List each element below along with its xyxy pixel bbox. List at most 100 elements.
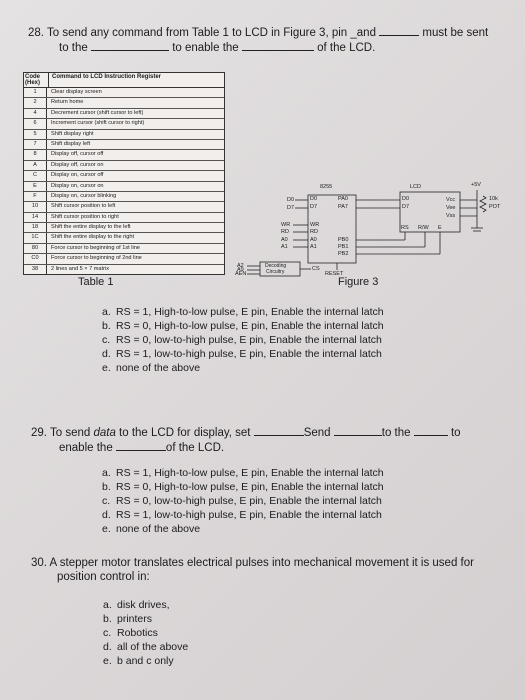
q30-option-e[interactable]: e. b and c only [103,654,188,668]
option-letter: a. [103,599,112,611]
rd-label: RD [281,229,289,235]
option-letter: d. [102,348,111,360]
rs-label: RS [401,225,409,231]
q29-blank-1[interactable] [253,425,304,436]
vee-label: Vee [446,205,456,211]
table-row: 6 Increment cursor (shift cursor to right… [24,119,224,130]
row-code: 4 [24,108,47,119]
q28-option-c[interactable]: c.RS = 0, low-to-high pulse, E pin, Enab… [102,333,384,347]
table-row: 7 Shift display left [24,139,224,151]
row-code: 5 [24,129,47,139]
row-instruction: Increment cursor (shift cursor to right) [51,120,145,127]
row-instruction: Shift display left [51,140,91,147]
q29-text-5: to [450,427,461,439]
q29-option-e[interactable]: e.none of the above [102,522,384,536]
row-code: 38 [24,264,47,275]
q28-text-5: of the LCD. [317,42,376,54]
lcd-d7-label: D7 [402,204,410,210]
row-instruction: Shift the entire display to the left [51,224,131,231]
chip-rd-pin: RD [310,229,318,235]
q28-option-e[interactable]: e.none of the above [102,361,384,375]
q29-options: a. RS = 1, High-to-low pulse, E pin, Enab… [102,466,384,536]
q29-option-c[interactable]: c.RS = 0, low-to-high pulse, E pin, Enab… [102,494,384,508]
q30-line-1: 30. A stepper motor translates electrica… [31,557,474,569]
q29-option-a[interactable]: a. RS = 1, High-to-low pulse, E pin, Enab… [102,466,384,480]
plus5v-label: +5V [471,182,481,188]
q29-blank-2[interactable] [333,425,382,436]
q29-blank-4[interactable] [115,440,166,451]
chip-d7-pin: D7 [310,204,318,210]
option-text: all of the above [117,641,189,653]
option-text: RS = 1, High-to-low pulse, E pin, Enable… [116,467,384,479]
option-letter: a. [102,467,111,479]
row-code: 2 [24,98,47,108]
q28-blank-3[interactable] [241,40,314,51]
q28-blank-2[interactable] [90,40,169,51]
question-28: 28. To send any command from Table 1 to … [28,25,508,55]
row-instruction: Shift display right [51,130,94,137]
row-code: 1C [24,233,47,243]
q28-text-3: to the [59,42,88,54]
q28-blank-1[interactable] [379,25,420,36]
q28-option-b[interactable]: b.RS = 0, High-to-low pulse, E pin, Enab… [102,319,384,333]
chip-a1-pin: A1 [310,244,317,250]
row-instruction: Display on, cursor off [51,172,104,179]
table-row: 1C Shift the entire display to the right [24,233,224,244]
lcd-box [399,191,461,233]
row-code: C0 [24,254,47,264]
d0-label: D0 [287,197,295,203]
q29-option-b[interactable]: b.RS = 0, High-to-low pulse, E pin, Enab… [102,480,384,494]
header-instruction: Command to LCD Instruction Register [52,74,162,80]
option-letter: e. [103,655,112,667]
table-row: 2 Return home [24,98,224,109]
row-code: 1 [24,88,47,98]
pb2-label: PB2 [338,251,349,257]
row-instruction: Shift cursor position to left [51,203,116,210]
a0-label: A0 [281,237,288,243]
circuitry-label: Circuitry [266,269,285,275]
pot-label: POT [489,204,501,210]
row-code: 6 [24,119,47,129]
q28-text-2: must be sent [422,27,489,39]
row-code: 14 [24,212,47,223]
aen-label: AEN [235,271,247,277]
pa0-label: PA0 [338,196,348,202]
option-letter: d. [103,641,112,653]
rw-label: R/W [418,225,429,231]
q29-data-word: data [93,427,116,439]
pa7-label: PA7 [338,204,348,210]
option-text: b and c only [117,655,174,667]
row-code: 7 [24,139,47,150]
q29-text-1: 29. To send [31,427,94,439]
option-text: Robotics [117,627,158,639]
row-code: E [24,181,47,191]
row-instruction: Shift the entire display to the right [51,234,135,241]
row-instruction: Clear display screen [51,89,102,95]
q30-option-d[interactable]: d. all of the above [103,640,188,654]
option-text: RS = 0, low-to-high pulse, E pin, Enable… [116,495,382,507]
row-instruction: Return home [51,99,84,106]
q30-option-a[interactable]: a. disk drives, [103,598,188,612]
q30-option-b[interactable]: b.printers [103,612,188,626]
row-code: 10 [24,202,47,212]
q29-option-d[interactable]: d.RS = 1, low-to-high pulse, E pin, Enab… [102,508,384,522]
q30-option-c[interactable]: c.Robotics [103,626,188,640]
row-instruction: Force cursor to beginning of 1st line [51,244,140,251]
q28-option-d[interactable]: d.RS = 1, low-to-high pulse, E pin, Enab… [102,347,384,361]
q28-option-a[interactable]: a.RS = 1, High-to-low pulse, E pin, Enab… [102,305,384,319]
lcd-label: LCD [410,184,422,190]
q28-text-1: 28. To send any command from Table 1 to … [28,27,376,39]
option-text: none of the above [116,523,201,535]
reset-label: RESET [325,271,344,277]
table-row: 10 Shift cursor position to left [24,202,224,213]
q29-blank-3[interactable] [413,425,448,436]
q29-text-4: to the [381,427,411,439]
option-text: disk drives, [117,599,170,611]
